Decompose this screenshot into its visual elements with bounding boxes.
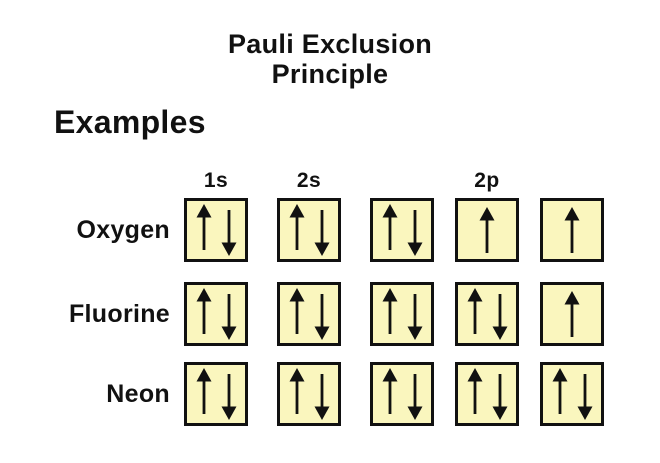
spin-down-arrow-icon — [577, 374, 592, 420]
spin-up-arrow-icon — [382, 204, 397, 250]
title-line-2: Principle — [271, 59, 389, 89]
spin-up-arrow-icon — [564, 207, 580, 253]
spin-down-arrow-icon — [221, 294, 236, 340]
orbital-box — [184, 282, 248, 346]
spin-up-arrow-icon — [196, 368, 211, 414]
element-label-oxygen: Oxygen — [76, 216, 170, 244]
spin-down-arrow-icon — [492, 294, 507, 340]
orbital-box — [370, 282, 434, 346]
spin-up-arrow-icon — [467, 368, 482, 414]
spin-down-arrow-icon — [407, 294, 422, 340]
spin-down-arrow-icon — [221, 210, 236, 256]
orbital-box — [540, 362, 604, 426]
spin-up-arrow-icon — [467, 288, 482, 334]
orbital-box — [277, 362, 341, 426]
orbital-box — [184, 362, 248, 426]
orbital-box — [455, 362, 519, 426]
spin-up-arrow-icon — [196, 204, 211, 250]
orbital-box — [540, 282, 604, 346]
spin-up-arrow-icon — [382, 288, 397, 334]
orbital-box — [370, 198, 434, 262]
spin-down-arrow-icon — [314, 294, 329, 340]
orbital-box — [277, 198, 341, 262]
page-title: Pauli Exclusion Principle — [0, 29, 660, 89]
orbital-label-2p: 2p — [474, 169, 500, 192]
spin-down-arrow-icon — [314, 210, 329, 256]
spin-up-arrow-icon — [289, 368, 304, 414]
spin-down-arrow-icon — [314, 374, 329, 420]
spin-down-arrow-icon — [407, 374, 422, 420]
title-line-1: Pauli Exclusion — [227, 29, 433, 59]
spin-up-arrow-icon — [382, 368, 397, 414]
spin-up-arrow-icon — [479, 207, 495, 253]
orbital-box — [370, 362, 434, 426]
spin-down-arrow-icon — [221, 374, 236, 420]
element-label-neon: Neon — [106, 380, 170, 408]
section-heading: Examples — [54, 104, 206, 140]
spin-up-arrow-icon — [564, 291, 580, 337]
spin-up-arrow-icon — [289, 204, 304, 250]
spin-down-arrow-icon — [492, 374, 507, 420]
orbital-label-2s: 2s — [296, 169, 322, 192]
orbital-box — [455, 282, 519, 346]
spin-up-arrow-icon — [552, 368, 567, 414]
orbital-box — [277, 282, 341, 346]
orbital-box — [184, 198, 248, 262]
spin-up-arrow-icon — [289, 288, 304, 334]
orbital-box — [455, 198, 519, 262]
spin-up-arrow-icon — [196, 288, 211, 334]
orbital-box — [540, 198, 604, 262]
orbital-label-1s: 1s — [203, 169, 229, 192]
spin-down-arrow-icon — [407, 210, 422, 256]
element-label-fluorine: Fluorine — [68, 300, 170, 328]
